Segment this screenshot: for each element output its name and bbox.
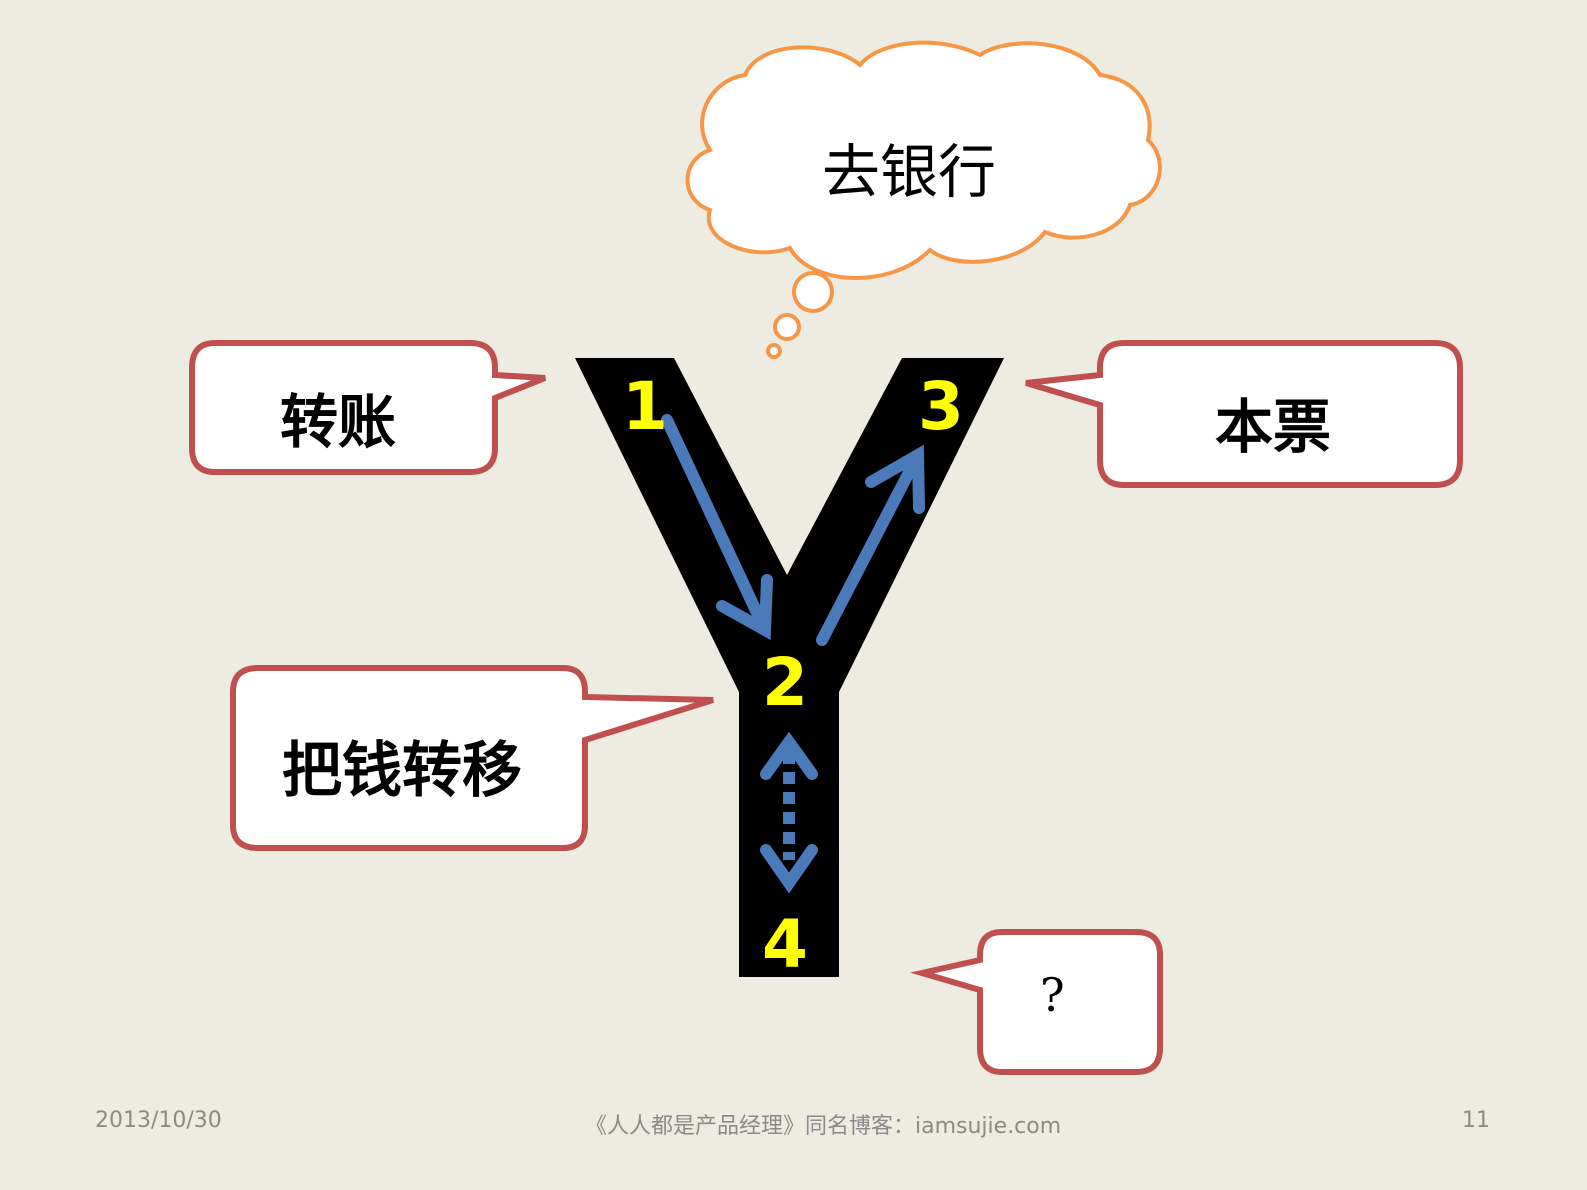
callout-note-shape: [1025, 340, 1463, 488]
node-3: 3: [918, 368, 964, 445]
footer-page-number: 11: [1462, 1108, 1490, 1133]
node-1: 1: [622, 368, 668, 445]
cloud-label: 去银行: [822, 138, 997, 206]
thought-cloud: [685, 40, 1162, 359]
footer-center: 《人人都是产品经理》同名博客：iamsujie.com: [585, 1114, 1062, 1139]
node-2: 2: [762, 644, 808, 721]
y-shape: [575, 358, 1004, 977]
callout-transfer-shape: [189, 340, 547, 475]
callout-unknown-shape: [910, 929, 1163, 1075]
node-4: 4: [762, 906, 808, 983]
footer-date: 2013/10/30: [95, 1108, 222, 1133]
arrows: [661, 414, 925, 894]
callout-transfer-label: 转账: [280, 388, 397, 456]
callout-move-shape: [230, 665, 714, 851]
callout-note-label: 本票: [1215, 393, 1332, 461]
callout-unknown-label: ?: [1040, 968, 1065, 1022]
callout-move-label: 把钱转移: [282, 736, 522, 806]
